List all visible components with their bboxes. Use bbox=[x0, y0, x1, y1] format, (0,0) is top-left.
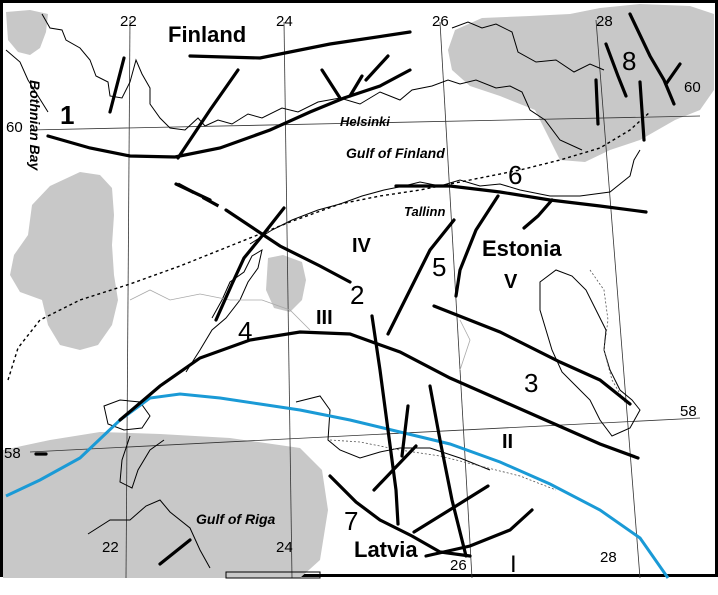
fault-3 bbox=[432, 304, 632, 406]
fault-8-a bbox=[604, 42, 628, 98]
label-tallinn: Tallinn bbox=[404, 204, 445, 219]
label-lon-26-top: 26 bbox=[432, 13, 449, 30]
fault-22 bbox=[108, 56, 126, 114]
label-zone-7: 7 bbox=[344, 506, 358, 536]
label-lat-58-right: 58 bbox=[680, 403, 697, 420]
fault-lines bbox=[34, 12, 682, 566]
river-a bbox=[199, 293, 311, 331]
shaded-area-island bbox=[266, 255, 306, 312]
label-estonia: Estonia bbox=[482, 236, 562, 261]
fault-8-b bbox=[628, 12, 676, 106]
coast-estonia-west bbox=[185, 248, 263, 373]
meridian-24 bbox=[283, 21, 293, 579]
label-zone-1: 1 bbox=[60, 100, 74, 130]
fault-x-c bbox=[214, 206, 286, 322]
fault-finland-top bbox=[188, 30, 412, 60]
dashed-faults bbox=[177, 182, 227, 212]
meridian-26 bbox=[439, 21, 473, 579]
label-lon-22-top: 22 bbox=[120, 13, 137, 30]
fault-helsinki-3 bbox=[348, 74, 364, 98]
label-domain-v: V bbox=[504, 271, 518, 293]
label-lon-26-bottom: 26 bbox=[450, 557, 467, 574]
coast-island-saaremaa bbox=[103, 399, 151, 431]
shaded-areas bbox=[3, 4, 714, 578]
coast-riga-inner bbox=[87, 499, 211, 569]
state-borders bbox=[329, 269, 627, 491]
fault-helsinki-2 bbox=[320, 68, 342, 100]
label-domain-ii: II bbox=[502, 431, 513, 453]
fault-latvia-x bbox=[372, 444, 418, 492]
fault-helsinki-1 bbox=[176, 68, 240, 160]
label-lon-22-bottom: 22 bbox=[102, 539, 119, 556]
fault-finland-arc bbox=[46, 68, 412, 159]
fault-26b bbox=[400, 404, 410, 458]
border-estonia-russia bbox=[589, 269, 627, 405]
coast-bothnian-west bbox=[5, 49, 49, 113]
coast-lake-peipsi bbox=[539, 269, 641, 437]
fault-8-e bbox=[664, 62, 682, 86]
fault-5 bbox=[386, 218, 456, 336]
labels: Finland Estonia Latvia Bothnian Bay Gulf… bbox=[4, 13, 701, 578]
label-lon-24-bottom: 24 bbox=[276, 539, 293, 556]
coast-finland-south bbox=[41, 13, 583, 151]
coast-riga bbox=[119, 435, 165, 489]
label-lon-28-bottom: 28 bbox=[600, 549, 617, 566]
fault-dashed-x bbox=[177, 182, 227, 212]
fault-8-c bbox=[594, 78, 600, 126]
rivers bbox=[129, 289, 471, 371]
scale-box bbox=[225, 571, 321, 579]
river-c bbox=[129, 289, 201, 301]
label-gulf-of-finland: Gulf of Finland bbox=[346, 145, 445, 161]
label-domain-i: I bbox=[510, 551, 517, 578]
parallel-58 bbox=[29, 417, 701, 453]
label-lat-60-right: 60 bbox=[684, 79, 701, 96]
label-domain-iii: III bbox=[316, 307, 333, 329]
fault-latvia-diag bbox=[412, 484, 490, 534]
shaded-area-bothnian-basin bbox=[10, 172, 118, 350]
coast-finland-east bbox=[451, 21, 605, 73]
label-zone-6: 6 bbox=[508, 160, 522, 190]
blue-boundary-line bbox=[5, 392, 670, 579]
label-gulf-of-riga: Gulf of Riga bbox=[196, 511, 276, 527]
river-b bbox=[459, 319, 471, 371]
label-lat-60-left: 60 bbox=[6, 119, 23, 136]
shaded-area-finland-northwest bbox=[6, 10, 48, 55]
dotted-boundary bbox=[7, 111, 651, 381]
shaded-area-gulf-of-riga bbox=[3, 432, 328, 578]
label-lon-24-top: 24 bbox=[276, 13, 293, 30]
fault-helsinki-4 bbox=[364, 54, 390, 82]
label-latvia: Latvia bbox=[354, 537, 418, 562]
fault-6 bbox=[394, 184, 648, 214]
border-estonia-latvia bbox=[329, 439, 557, 491]
label-zone-5: 5 bbox=[432, 252, 446, 282]
coast-latvia bbox=[295, 395, 491, 471]
label-zone-2: 2 bbox=[350, 280, 364, 310]
fault-riga bbox=[158, 538, 192, 566]
fault-2 bbox=[370, 314, 400, 526]
fault-6-branch bbox=[522, 198, 554, 230]
label-lat-58-left: 58 bbox=[4, 445, 21, 462]
shaded-area-finland-east bbox=[448, 4, 714, 162]
label-domain-iv: IV bbox=[352, 235, 372, 257]
label-bothnian-bay: Bothnian Bay bbox=[27, 80, 43, 171]
fault-26a bbox=[428, 384, 468, 558]
fault-x-b bbox=[224, 208, 352, 284]
meridian-28 bbox=[595, 19, 641, 579]
label-zone-4: 4 bbox=[238, 316, 252, 346]
parallel-60 bbox=[29, 115, 701, 131]
label-finland: Finland bbox=[168, 22, 246, 47]
dotted-boundary-line bbox=[7, 111, 651, 381]
coast-estonia-north bbox=[249, 149, 641, 245]
label-helsinki: Helsinki bbox=[340, 114, 390, 129]
label-zone-3: 3 bbox=[524, 368, 538, 398]
fault-8-d bbox=[638, 80, 646, 142]
label-zone-8: 8 bbox=[622, 46, 636, 76]
coastlines bbox=[5, 13, 641, 569]
fault-5b bbox=[454, 194, 500, 298]
fault-latvia-lower bbox=[424, 508, 534, 558]
label-lon-28-top: 28 bbox=[596, 13, 613, 30]
